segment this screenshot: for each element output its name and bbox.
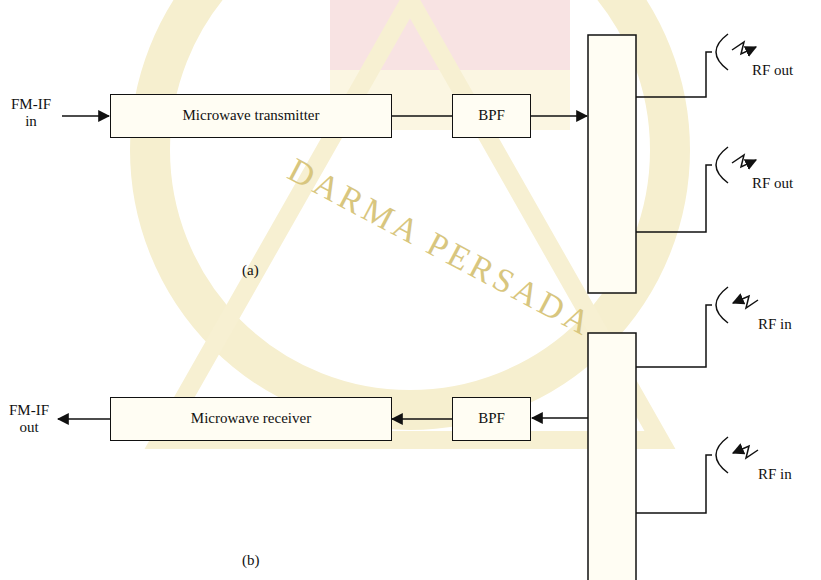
signal-name: RF in: [758, 466, 792, 483]
receiver-box: Microwave receiver: [110, 397, 392, 441]
combiner-bar: [588, 333, 636, 580]
watermark-triangle: [160, 0, 660, 440]
signal-connector: [392, 115, 452, 117]
figure-label: (a): [242, 262, 259, 279]
splitter-bar: [588, 35, 636, 293]
box-label: Microwave receiver: [191, 410, 311, 427]
figure-label: (b): [242, 552, 260, 569]
feed-line: [636, 52, 712, 97]
feed-arrow: [531, 115, 587, 117]
filter-box: BPF: [452, 94, 531, 138]
feed-line: [636, 455, 712, 513]
feed-arrow: [532, 417, 588, 419]
antenna-dish: [716, 287, 728, 323]
signal-name: FM-IF out: [4, 402, 54, 437]
signal-name: FM-IF in: [4, 96, 58, 131]
feed-line: [636, 305, 712, 367]
box-label: Microwave transmitter: [182, 107, 319, 124]
input-arrow: [62, 115, 109, 117]
radiation-arrow: [732, 155, 756, 167]
transmitter-box: Microwave transmitter: [110, 94, 392, 138]
reception-arrow: [733, 446, 758, 458]
signal-name: RF out: [752, 175, 793, 192]
signal-name: RF in: [758, 316, 792, 333]
reception-arrow: [733, 296, 758, 308]
filter-box: BPF: [452, 397, 531, 441]
signal-connector: [392, 418, 452, 420]
output-arrow: [58, 418, 110, 420]
feed-line: [636, 165, 712, 232]
box-label: BPF: [478, 107, 505, 124]
signal-name: RF out: [752, 62, 793, 79]
radiation-arrow: [732, 42, 756, 54]
antenna-dish: [716, 147, 728, 183]
antenna-dish: [716, 437, 728, 473]
antenna-dish: [716, 34, 728, 70]
box-label: BPF: [478, 410, 505, 427]
